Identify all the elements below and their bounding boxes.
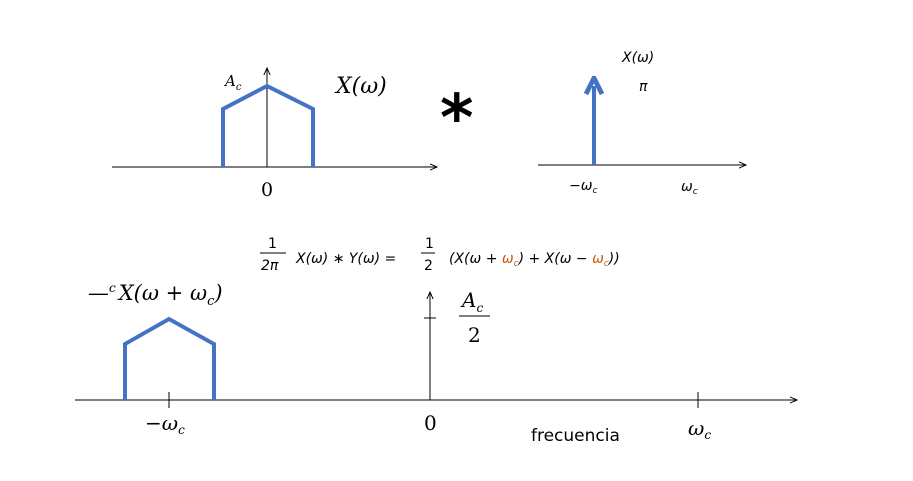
top-right-right-tick: ωc: [681, 179, 698, 197]
top-left-plot: Ac X(ω) 0: [112, 68, 437, 201]
top-right-impulse-value: π: [639, 79, 648, 95]
bottom-amplitude-num: Ac: [460, 288, 483, 315]
bottom-axis-title: frecuencia: [531, 426, 620, 446]
equation-frac1-num: 1: [268, 236, 277, 252]
bottom-pos-tick-label: ωc: [688, 416, 711, 442]
bottom-amplitude-den: 2: [468, 323, 481, 347]
convolution-equation: 1 2π X(ω) ∗ Y(ω) = 1 2 (X(ω + ωc) + X(ω …: [260, 236, 620, 274]
top-right-function-label: X(ω): [621, 50, 654, 66]
equation-lhs: X(ω) ∗ Y(ω) =: [295, 251, 396, 267]
convolution-operator: *: [440, 82, 473, 156]
equation-frac1-den: 2π: [261, 258, 279, 274]
top-left-spectrum-shape: [221, 83, 315, 167]
equation-frac2-num: 1: [425, 236, 434, 252]
equation-frac2-den: 2: [424, 258, 433, 274]
bottom-origin-label: 0: [424, 411, 437, 435]
bottom-shifted-spectrum-shape: [123, 316, 216, 400]
top-left-function-label: X(ω): [334, 74, 387, 99]
top-left-origin-label: 0: [261, 179, 273, 201]
top-right-left-tick: −ωc: [569, 178, 597, 196]
bottom-neg-tick-label: −ωc: [145, 411, 185, 437]
top-left-amplitude-label: Ac: [223, 72, 242, 93]
top-right-plot: X(ω) π −ωc ωc: [538, 50, 746, 197]
equation-rhs: (X(ω + ωc) + X(ω − ωc)): [449, 251, 620, 269]
